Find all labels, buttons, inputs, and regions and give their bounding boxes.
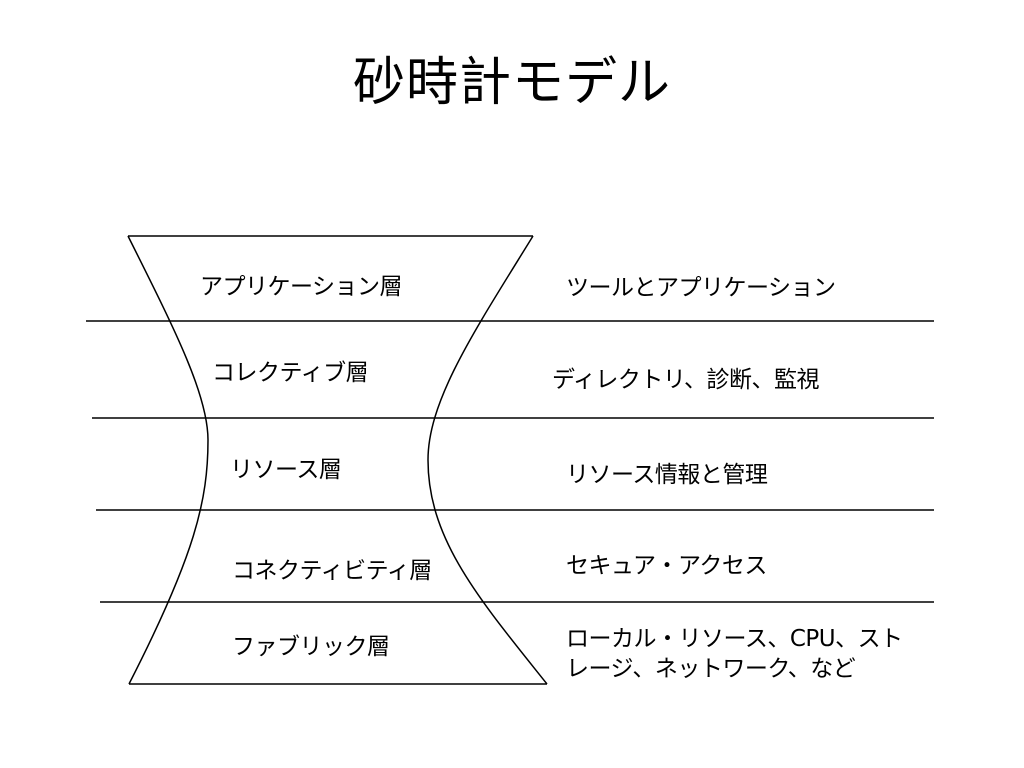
layer-label-fabric: ファブリック層 [232,634,390,660]
layer-description-application: ツールとアプリケーション [566,275,836,301]
hourglass-left-side [127,235,209,685]
hourglass-right-side [427,235,548,685]
layer-description-connectivity: セキュア・アクセス [566,553,767,579]
layer-label-application: アプリケーション層 [200,274,403,300]
slide-title: 砂時計モデル [352,53,671,113]
layer-description-fabric-line-2: レージ、ネットワーク、など [566,656,856,682]
layer-label-connectivity: コネクティビティ層 [232,558,432,584]
layer-description-fabric-line-1: ローカル・リソース、CPU、スト [566,626,903,652]
layer-description-resource: リソース情報と管理 [566,462,768,488]
layer-description-collective: ディレクトリ、診断、監視 [552,367,820,393]
layer-label-collective: コレクティブ層 [212,360,369,386]
layer-label-resource: リソース層 [230,457,342,483]
